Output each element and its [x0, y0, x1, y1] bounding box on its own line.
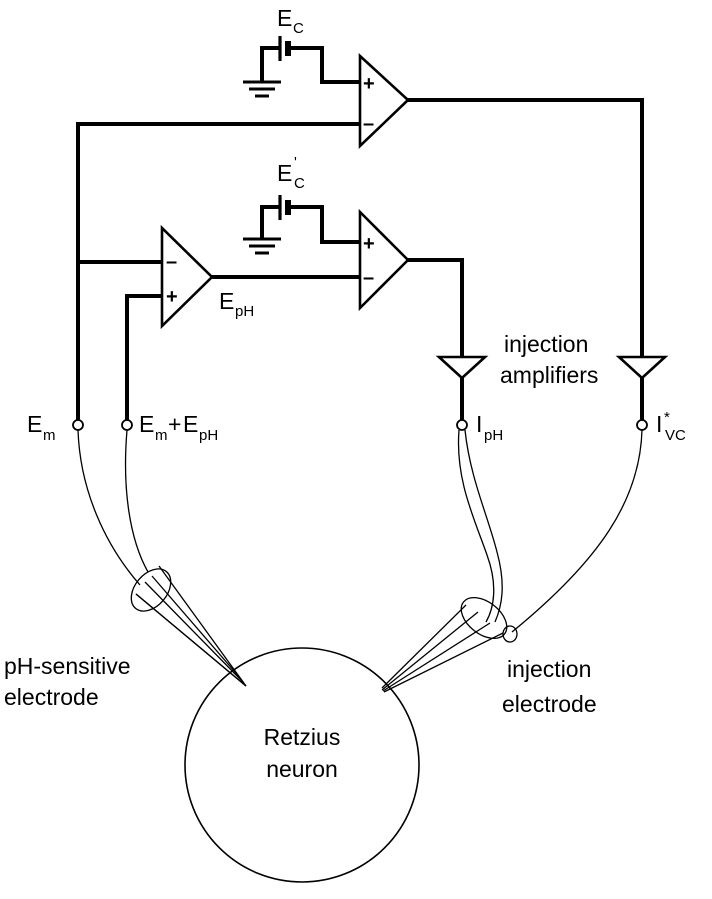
label-em-plus-eph: E m + E pH [139, 411, 218, 444]
label-eph: E pH [219, 288, 254, 320]
label-eph-sub: pH [235, 303, 254, 320]
ground-ec2-icon [243, 237, 281, 255]
label-iph: I pH [476, 411, 503, 444]
lead-em-eph [124, 429, 149, 573]
lead-iph-b [464, 429, 503, 623]
label-em: E m [27, 411, 56, 444]
label-emeph-plus: + [168, 411, 181, 437]
terminal-em [72, 419, 84, 431]
label-ec-prime: E ' C [277, 154, 305, 192]
wire-opamp1-output [406, 98, 644, 359]
label-emeph-sub2: pH [199, 427, 218, 444]
label-ec-main: E [277, 5, 292, 31]
wire-em-to-opamp1-minus [76, 122, 362, 426]
injection-amplifier-ivc [615, 355, 669, 380]
label-injection-amplifiers: injection amplifiers [500, 331, 598, 388]
label-injection-electrode: injection electrode [502, 656, 597, 717]
battery-ec2 [260, 195, 291, 239]
opamp1-plus-sign: + [363, 73, 375, 95]
label-ivc-main: I [656, 411, 662, 437]
label-ivc-sub: VC [665, 427, 686, 444]
label-ec2-prime: ' [294, 154, 297, 171]
battery-ec [260, 36, 291, 82]
label-retzius-neuron: Retzius neuron [264, 724, 341, 782]
wire-ec-to-opamp1-plus [288, 46, 362, 84]
wire-opamp3-output [406, 258, 464, 359]
terminal-iph [456, 419, 468, 431]
label-emeph-sub1: m [155, 427, 168, 444]
label-ivc: I * VC [656, 409, 686, 444]
injection-electrode [381, 596, 518, 693]
label-ph-electrode-line2: electrode [4, 684, 99, 710]
label-ivc-star: * [664, 409, 670, 426]
opamp-ph-clamp: + – [358, 208, 410, 312]
opamp-ph-differential: – + [160, 224, 214, 330]
label-iph-sub: pH [484, 427, 503, 444]
label-eph-main: E [219, 288, 234, 314]
lead-iph-a [457, 429, 495, 623]
terminal-em-eph [121, 419, 133, 431]
label-injection-amplifiers-line1: injection [504, 331, 588, 357]
wire-emeph-to-opamp2-plus [125, 294, 164, 426]
lead-ivc [511, 429, 643, 633]
wires [76, 46, 644, 426]
injection-amplifier-iph [435, 355, 489, 380]
terminal-ivc [636, 419, 648, 431]
ph-sensitive-electrode [130, 565, 247, 687]
label-injection-electrode-line2: electrode [502, 691, 597, 717]
label-injection-amplifiers-line2: amplifiers [500, 362, 598, 388]
opamp-voltage-clamp: + – [358, 53, 410, 150]
label-em-main: E [27, 411, 42, 437]
label-ec2-main: E [277, 160, 292, 186]
label-emeph-main2: E [183, 411, 198, 437]
retzius-neuron [184, 647, 420, 883]
label-neuron-line1: Retzius [264, 724, 341, 750]
opamp1-minus-sign: – [363, 113, 374, 135]
label-neuron-line2: neuron [266, 756, 338, 782]
label-ec-sub: C [293, 20, 304, 37]
label-ec2-sub: C [294, 175, 305, 192]
opamp2-minus-sign: – [166, 251, 177, 273]
label-injection-electrode-line1: injection [507, 656, 591, 682]
lead-em [77, 429, 141, 586]
label-iph-main: I [476, 411, 482, 437]
label-emeph-main1: E [139, 411, 154, 437]
label-em-sub: m [43, 427, 56, 444]
label-ec: E C [277, 5, 304, 37]
wire-ec2-to-opamp3-plus [288, 205, 362, 244]
opamp3-minus-sign: – [363, 267, 374, 289]
ground-ec-icon [243, 80, 281, 98]
opamp3-plus-sign: + [363, 233, 375, 255]
label-ph-electrode-line1: pH-sensitive [4, 653, 131, 679]
label-ph-sensitive-electrode: pH-sensitive electrode [4, 653, 131, 710]
opamp2-plus-sign: + [166, 286, 178, 308]
